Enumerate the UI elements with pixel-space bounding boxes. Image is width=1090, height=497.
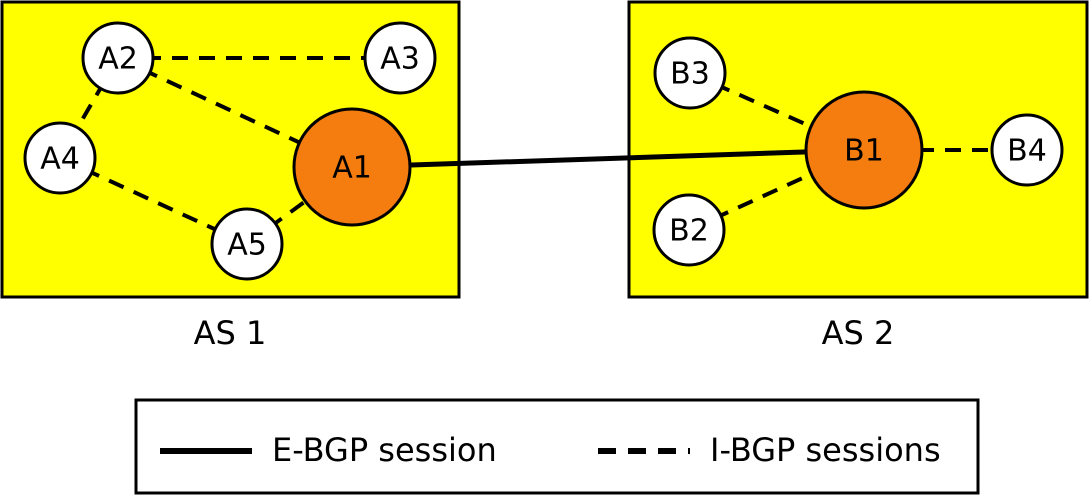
router-a2: A2 [81,21,155,95]
router-a4: A4 [23,121,97,195]
router-a4-label: A4 [40,142,80,177]
router-a2-circle [81,21,155,95]
as2-label: AS 2 [822,314,895,352]
router-b1-circle [804,90,924,210]
legend-ibgp-label: I-BGP sessions [710,431,941,469]
legend-ebgp-label: E-BGP session [272,431,497,469]
router-a1-circle [292,107,412,227]
ebgp-link-a1-b1 [351,147,865,170]
router-b4-circle [990,113,1064,187]
router-a3: A3 [363,21,437,95]
router-b3-label: B3 [670,57,710,92]
router-b3: B3 [653,36,727,110]
router-b4-label: B4 [1007,134,1047,169]
legend: E-BGP session I-BGP sessions [134,398,980,495]
router-a1: A1 [292,107,412,227]
router-b2: B2 [652,193,726,267]
router-b1-label: B1 [844,134,884,169]
router-a3-circle [363,21,437,95]
router-a4-circle [23,121,97,195]
router-a3-label: A3 [380,42,420,77]
router-a5-label: A5 [227,228,267,263]
router-b3-circle [653,36,727,110]
legend-box [134,398,980,495]
router-b1: B1 [804,90,924,210]
router-a2-label: A2 [98,42,138,77]
router-b4: B4 [990,113,1064,187]
as1-label: AS 1 [194,314,267,352]
router-b2-label: B2 [669,214,709,249]
router-b2-circle [652,193,726,267]
router-a1-label: A1 [332,151,372,186]
routers: A1 A2 A3 A4 A5 B1 B2 B3 [23,21,1064,281]
router-a5: A5 [210,207,284,281]
router-a5-circle [210,207,284,281]
